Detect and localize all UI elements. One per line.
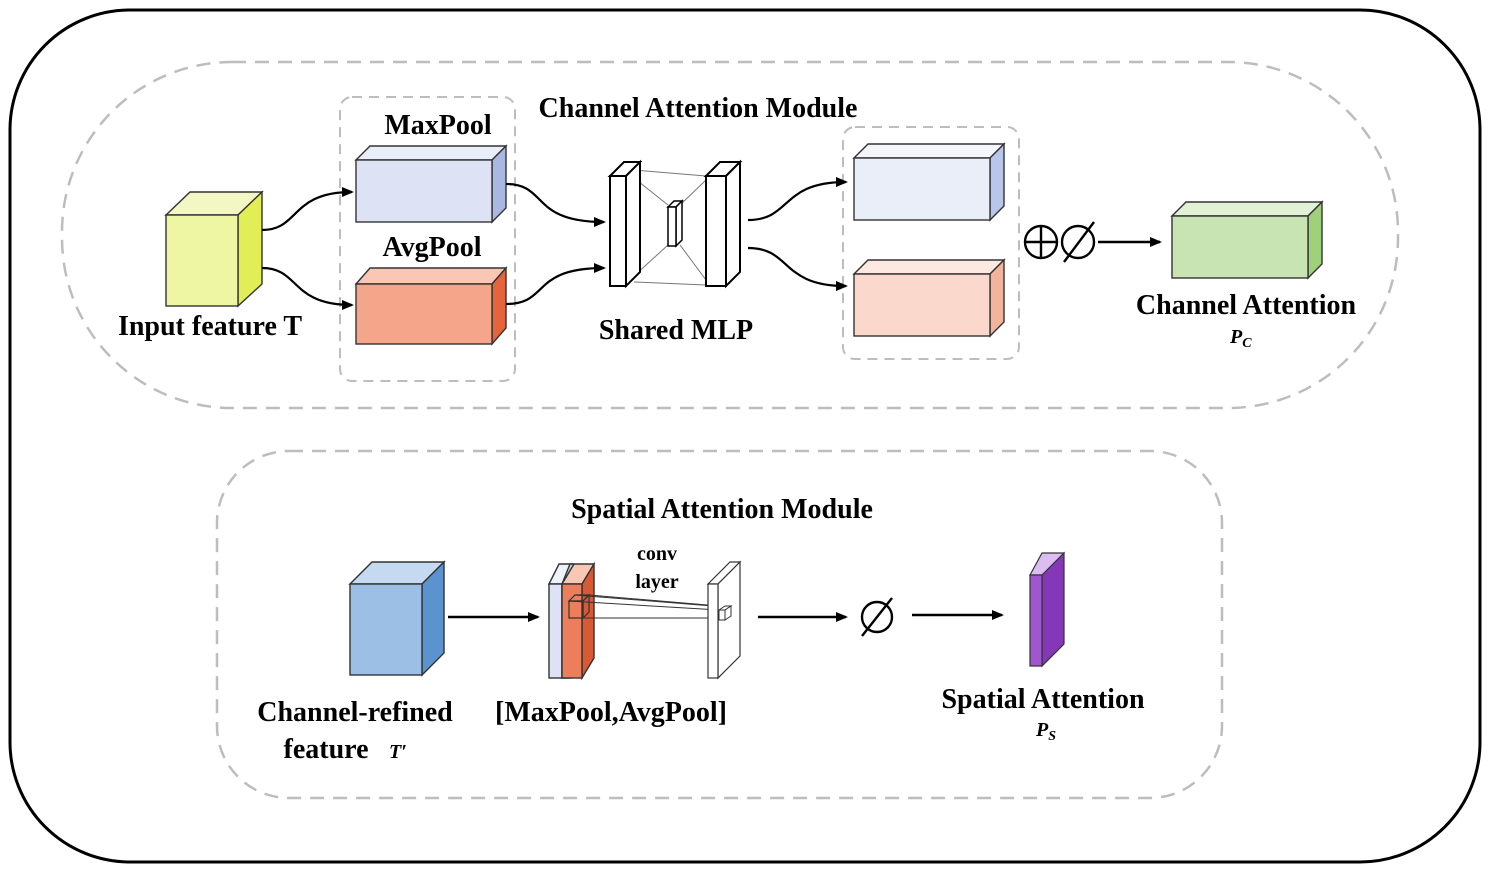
- avgpool-box: [354, 266, 508, 346]
- edge-mlp-to-bottom-output: [747, 246, 848, 291]
- channel-refined-symbol: T′: [389, 741, 407, 763]
- edge-input-to-maxpool: [261, 187, 354, 232]
- mlp-output-top-box: [852, 142, 1006, 222]
- shared-mlp: [607, 159, 743, 289]
- conv-output-plane: [706, 560, 742, 680]
- sigmoid-icon: [1060, 224, 1096, 260]
- pooling-group-frame: [339, 96, 516, 382]
- add-sigmoid-operators: [1023, 221, 1096, 263]
- shared-mlp-label: Shared MLP: [599, 315, 753, 346]
- avgpool-label: AvgPool: [382, 232, 481, 263]
- pooled-feature-maps: [547, 561, 596, 681]
- conv-layer-label-line1: conv: [637, 543, 677, 565]
- edge-maxpool-to-mlp: [505, 182, 606, 227]
- spatial-attention-label: Spatial Attention: [941, 684, 1144, 715]
- maxpool-box: [354, 144, 508, 224]
- spatial-attention-map: [1028, 551, 1066, 668]
- mlp-output-bottom-box: [852, 258, 1006, 338]
- edge-mlp-to-top-output: [747, 177, 848, 222]
- channel-attention-symbol: PC: [1229, 326, 1252, 351]
- pool-concat-label: [MaxPool,AvgPool]: [495, 697, 727, 728]
- input-feature-label: Input feature T: [118, 311, 302, 342]
- mlp-output-group-frame: [842, 126, 1020, 360]
- channel-attention-box: [1170, 200, 1324, 280]
- channel-refined-label-line1: Channel-refined: [257, 697, 453, 728]
- input-feature-cube: [164, 190, 264, 308]
- channel-refined-cube: [348, 560, 446, 677]
- maxpool-label: MaxPool: [384, 110, 492, 141]
- channel-module-frame: [60, 60, 1400, 410]
- spatial-module-title: Spatial Attention Module: [571, 494, 873, 525]
- channel-refined-label-line2: feature: [284, 734, 369, 765]
- edge-avgpool-to-mlp: [505, 263, 606, 306]
- edge-input-to-avgpool: [261, 266, 354, 310]
- conv-layer-label-line2: layer: [635, 571, 678, 593]
- spatial-attention-symbol: PS: [1035, 719, 1056, 744]
- outer-frame: [8, 8, 1482, 864]
- channel-attention-label: Channel Attention: [1136, 290, 1357, 321]
- channel-module-title: Channel Attention Module: [539, 93, 858, 124]
- spatial-sigmoid-icon: [860, 597, 894, 637]
- conv-projection: [568, 594, 732, 619]
